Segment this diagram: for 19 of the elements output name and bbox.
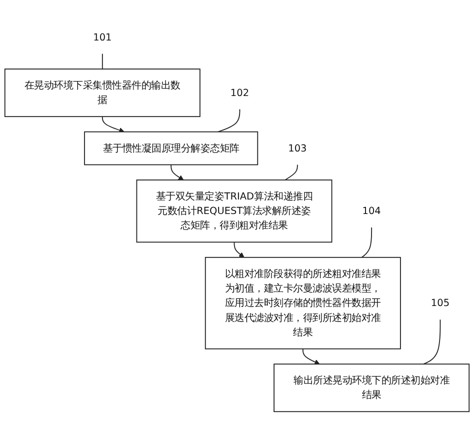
node-box: 基于双矢量定姿TRIAD算法和递推四元数估计REQUEST算法求解所述姿态矩阵，得到粗对准结果 [136, 179, 332, 242]
connector [218, 108, 240, 132]
node-text: 105 [430, 296, 450, 308]
node-box: 在晃动环境下采集惯性器件的输出数据 [4, 68, 200, 117]
node-text: 104 [362, 204, 381, 216]
arrow [170, 164, 184, 180]
node-text: 101 [93, 30, 112, 43]
node-box: 输出所述晃动环境下的所述初始对准结果 [274, 363, 470, 412]
arrow [302, 348, 320, 364]
arrow [234, 241, 244, 258]
connector [361, 226, 372, 258]
node-text: 102 [230, 86, 250, 98]
arrow [102, 116, 124, 132]
node-box: 基于惯性凝固原理分解姿态矩阵 [84, 131, 258, 165]
connector [423, 318, 441, 364]
connector [102, 53, 103, 70]
node-text: 103 [288, 142, 307, 154]
node-box: 以粗对准阶段获得的所述粗对准结果为初值，建立卡尔曼滤波误差模型，应用过去时刻存储的惯性器件数据开展迭代滤波对准，得到所述初始对准结果 [204, 256, 401, 350]
connector [284, 164, 298, 180]
